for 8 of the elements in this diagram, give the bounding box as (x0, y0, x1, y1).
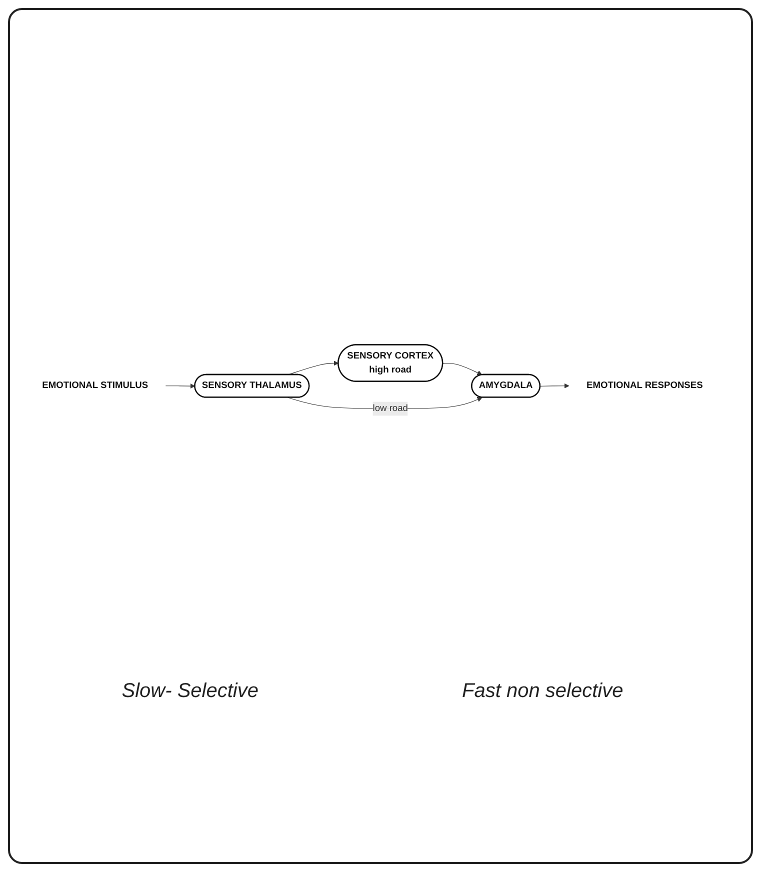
arrow (442, 362, 482, 376)
annotation-text: Slow- Selective (122, 680, 258, 703)
node-text: EMOTIONAL STIMULUS (42, 380, 148, 390)
annotation-text: Fast non selective (462, 680, 624, 703)
edge-label: low road (372, 403, 408, 414)
arrow (540, 383, 570, 388)
node-text: EMOTIONAL RESPONSES (586, 380, 703, 390)
arrow (165, 383, 196, 388)
